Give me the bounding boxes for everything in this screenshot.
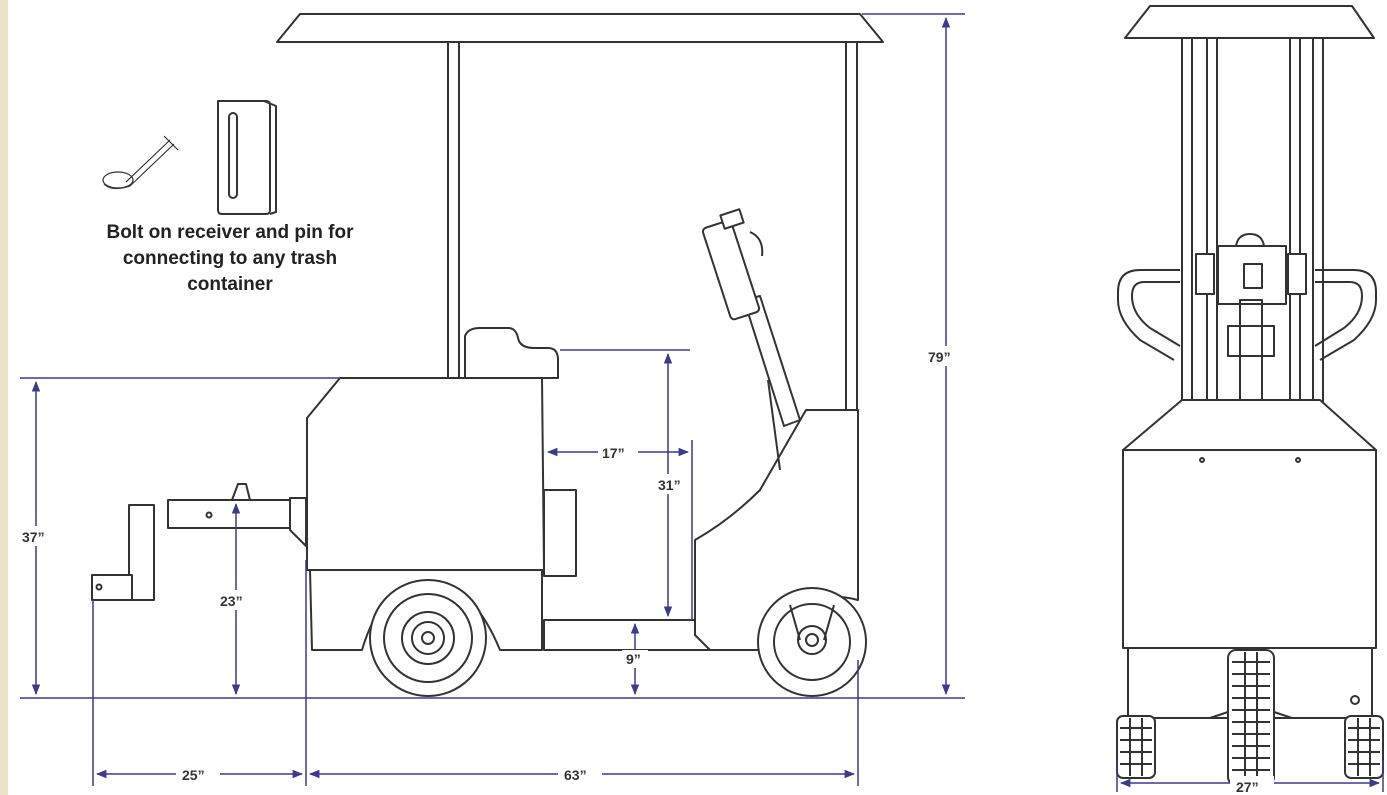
dim-body-height: 37” [18, 377, 340, 696]
dim-vehicle-width: 27” [1116, 760, 1384, 795]
label-body-height: 37” [22, 529, 45, 545]
dim-lengths: 25” 63” [92, 560, 859, 786]
front-view-body [1122, 399, 1377, 719]
label-vehicle-length: 63” [564, 767, 587, 783]
hitch-pin-illustration [102, 135, 179, 190]
front-view-handlebar [1117, 233, 1377, 451]
label-seat-height: 31” [658, 477, 681, 493]
label-overall-height: 79” [928, 349, 951, 365]
dim-ground-clearance: 9” [622, 622, 648, 696]
receiver-caption: Bolt on receiver and pin for connecting … [60, 220, 400, 298]
side-view-front-wheel [369, 579, 487, 697]
side-view-hitch [91, 483, 307, 601]
label-vehicle-width: 27” [1236, 779, 1259, 795]
label-hitch-height: 23” [220, 593, 243, 609]
side-view-rear-wheel [757, 587, 867, 697]
label-seat-depth: 17” [602, 445, 625, 461]
receiver-plate-illustration [217, 100, 277, 215]
dim-seat-depth: 17” [546, 440, 693, 620]
caption-line-3: container [187, 274, 273, 295]
label-hitch-length: 25” [182, 767, 205, 783]
dim-seat-height: 31” [560, 349, 692, 618]
front-view-right-wheel [1344, 715, 1384, 779]
dim-hitch-height: 23” [216, 502, 256, 696]
caption-line-2: connecting to any trash [122, 248, 338, 269]
caption-line-1: Bolt on receiver and pin for [106, 222, 354, 243]
side-view-body [306, 208, 859, 651]
side-view-canopy [276, 13, 884, 411]
left-edge-strip [0, 0, 8, 795]
front-view-left-wheel [1116, 715, 1156, 779]
front-view-canopy [1124, 5, 1375, 449]
dim-overall-height: 79” [862, 13, 966, 696]
label-ground-clearance: 9” [626, 651, 641, 667]
